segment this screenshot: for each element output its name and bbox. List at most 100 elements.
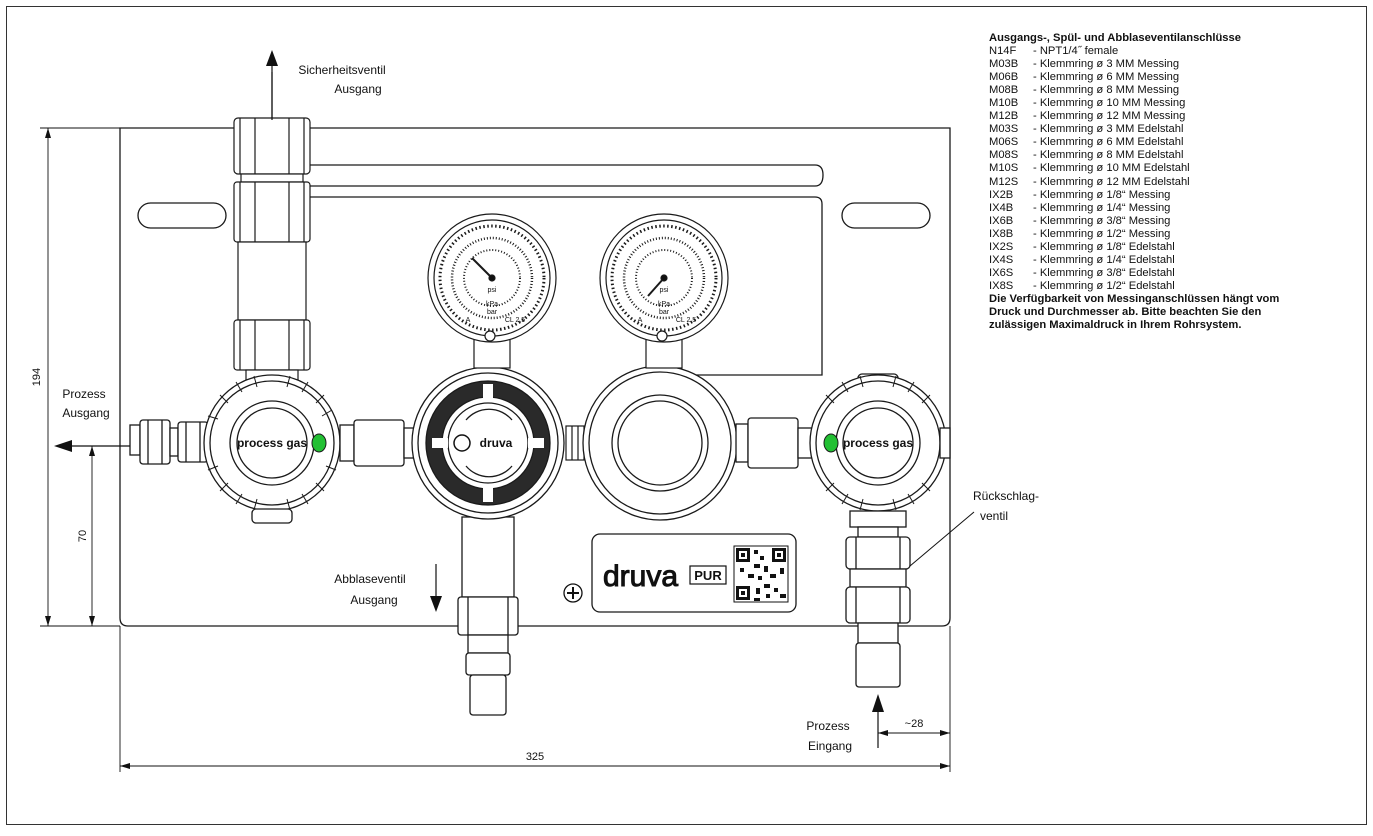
indicator-right-icon	[823, 433, 839, 453]
connection-legend: Ausgangs-, Spül- und Abblaseventilanschl…	[989, 32, 1359, 332]
legend-item-desc: - Klemmring ø 8 MM Edelstahl	[1033, 149, 1184, 162]
label-vent-valve-1: Abblaseventil	[334, 572, 405, 586]
legend-item-desc: - Klemmring ø 10 MM Edelstahl	[1033, 162, 1190, 175]
screw-icon	[563, 583, 583, 603]
label-process-outlet-1: Prozess	[62, 387, 105, 401]
legend-note-line: Die Verfügbarkeit von Messinganschlüssen…	[989, 292, 1280, 305]
druva-logo-icon	[453, 434, 471, 452]
legend-item-desc: - Klemmring ø 1/2“ Messing	[1033, 227, 1171, 240]
legend-item-desc: - Klemmring ø 1/8“ Edelstahl	[1033, 240, 1175, 253]
legend-item: M06B- Klemmring ø 6 MM Messing	[989, 71, 1359, 84]
dim-194: 194	[31, 368, 43, 386]
legend-item-code: IX8S	[989, 279, 1014, 292]
nameplate-suffix: PUR	[694, 568, 722, 583]
legend-item-desc: - Klemmring ø 12 MM Edelstahl	[1033, 175, 1190, 188]
gauge-left-a: A	[466, 317, 471, 324]
legend-item-code: IX6B	[989, 214, 1014, 227]
legend-note-line: zulässigen Maximaldruck in Ihrem Rohrsys…	[989, 319, 1242, 332]
legend-item: M10S- Klemmring ø 10 MM Edelstahl	[989, 162, 1359, 175]
legend-item-desc: - Klemmring ø 1/4“ Messing	[1033, 201, 1171, 214]
gauge-left-psi: psi	[488, 287, 497, 294]
knurl-center	[432, 384, 544, 502]
legend-item: IX8S - Klemmring ø 1/2“ Edelstahl	[989, 280, 1359, 293]
gauge-right-class: CL 2,5	[676, 317, 696, 324]
legend-item-desc: - Klemmring ø 3 MM Messing	[1033, 58, 1180, 71]
legend-item-code: M03S	[989, 123, 1019, 136]
gauge-left-kpa: kPa	[486, 301, 498, 308]
gauge-left-bar: bar	[487, 309, 498, 316]
legend-item-code: IX2B	[989, 188, 1014, 201]
gauge-right-kpa: kPa	[658, 301, 670, 308]
check-valve-leader	[909, 511, 975, 567]
safety-valve-arrow	[266, 50, 278, 120]
legend-item-code: M12B	[989, 110, 1019, 123]
legend-title: Ausgangs-, Spül- und Abblaseventilanschl…	[989, 32, 1241, 44]
dim-70: 70	[77, 530, 89, 542]
legend-item-desc: - Klemmring ø 3/8“ Messing	[1033, 214, 1171, 227]
gauge-left	[427, 213, 557, 369]
legend-item-code: M12S	[989, 175, 1019, 188]
legend-note: Die Verfügbarkeit von Messinganschlüssen…	[989, 293, 1359, 332]
gauge-right-psi: psi	[660, 287, 669, 294]
label-safety-valve-2: Ausgang	[334, 82, 381, 96]
legend-item-desc: - Klemmring ø 1/2“ Edelstahl	[1033, 279, 1175, 292]
mounting-slot-right	[841, 202, 931, 229]
legend-item: IX8B - Klemmring ø 1/2“ Messing	[989, 228, 1359, 241]
dim-28: ~28	[905, 718, 924, 730]
gauge-right	[599, 213, 729, 369]
label-vent-valve-2: Ausgang	[350, 593, 397, 607]
legend-item-code: IX8B	[989, 227, 1014, 240]
legend-item: M08B- Klemmring ø 8 MM Messing	[989, 84, 1359, 97]
legend-item-code: N14F	[989, 45, 1017, 58]
knob-right-label: process gas	[843, 436, 913, 450]
mounting-plate	[119, 127, 951, 627]
legend-item-desc: - Klemmring ø 10 MM Messing	[1033, 97, 1186, 110]
legend-item-code: M03B	[989, 58, 1019, 71]
legend-item-code: IX6S	[989, 266, 1014, 279]
legend-item-desc: - Klemmring ø 3/8“ Edelstahl	[1033, 266, 1175, 279]
page-border	[6, 6, 1367, 825]
legend-item-code: IX2S	[989, 240, 1014, 253]
legend-item-code: M08S	[989, 149, 1019, 162]
legend-item: IX4B- Klemmring ø 1/4“ Messing	[989, 202, 1359, 215]
legend-item-code: M06S	[989, 136, 1019, 149]
label-safety-valve-1: Sicherheitsventil	[298, 63, 385, 77]
mounting-slot-left	[137, 202, 227, 229]
gauge-left-class: CL 2,5	[505, 317, 525, 324]
regulator-right	[809, 373, 951, 688]
legend-item: M12S - Klemmring ø 12 MM Edelstahl	[989, 176, 1359, 189]
center-connector	[565, 425, 585, 461]
legend-item-desc: - NPT1/4˝ female	[1033, 45, 1119, 58]
nameplate-brand: druva	[603, 560, 678, 593]
legend-item-desc: - Klemmring ø 1/8“ Messing	[1033, 188, 1171, 201]
legend-item: M06S- Klemmring ø 6 MM Edelstahl	[989, 136, 1359, 149]
vent-valve-arrow	[430, 564, 442, 612]
legend-item-desc: - Klemmring ø 1/4“ Edelstahl	[1033, 253, 1175, 266]
label-process-inlet-1: Prozess	[806, 719, 849, 733]
label-check-valve-2: ventil	[980, 509, 1008, 523]
gauge-right-a: A	[638, 317, 643, 324]
label-check-valve-1: Rückschlag-	[973, 489, 1039, 503]
safety-valve-stack	[233, 72, 311, 385]
dim-325: 325	[526, 751, 544, 763]
knob-left-label: process gas	[237, 436, 307, 450]
regulator-center	[411, 366, 565, 716]
legend-item: IX2B - Klemmring ø 1/8“ Messing	[989, 189, 1359, 202]
indicator-left-icon	[311, 433, 327, 453]
legend-item-code: M06B	[989, 71, 1019, 84]
regulator-body-right	[582, 365, 813, 521]
label-process-inlet-2: Eingang	[808, 739, 852, 753]
legend-item: IX4S - Klemmring ø 1/4“ Edelstahl	[989, 254, 1359, 267]
legend-item-desc: - Klemmring ø 12 MM Messing	[1033, 110, 1186, 123]
dimension-lines	[40, 127, 951, 772]
legend-item-code: IX4S	[989, 253, 1014, 266]
label-process-outlet-2: Ausgang	[62, 406, 109, 420]
nameplate: druva PUR	[591, 533, 797, 613]
legend-item: IX6S - Klemmring ø 3/8“ Edelstahl	[989, 267, 1359, 280]
knob-center-label: druva	[480, 436, 513, 450]
legend-item: N14F - NPT1/4˝ female	[989, 45, 1359, 58]
legend-item: M08S - Klemmring ø 8 MM Edelstahl	[989, 149, 1359, 162]
legend-item: M10B- Klemmring ø 10 MM Messing	[989, 97, 1359, 110]
